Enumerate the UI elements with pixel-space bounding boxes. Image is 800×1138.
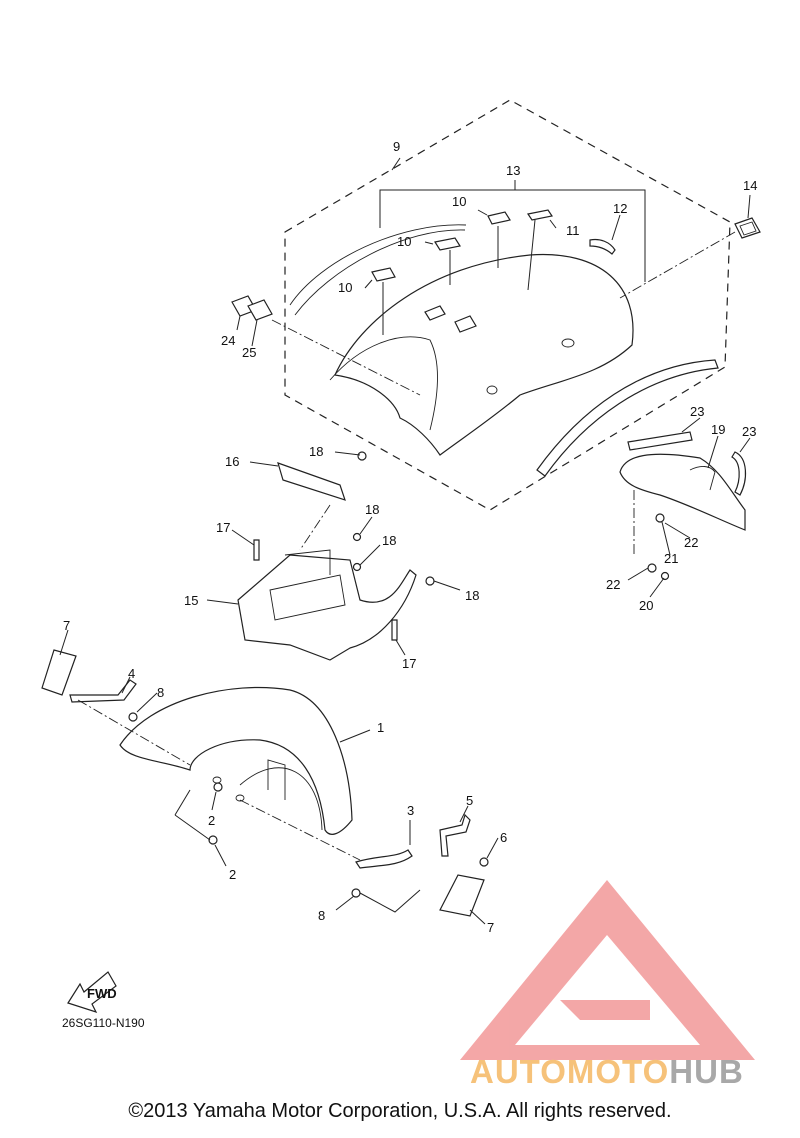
label-25 [247, 299, 273, 321]
front-hardware [128, 712, 489, 898]
emblem-11 [527, 209, 553, 221]
callout-13: 13 [506, 163, 520, 178]
bracket-15 [237, 462, 417, 661]
callout-7b: 7 [487, 920, 494, 935]
callout-20: 20 [639, 598, 653, 613]
callout-6: 6 [500, 830, 507, 845]
grommet-14 [734, 217, 761, 239]
bracket-13 [379, 189, 646, 282]
callout-17a: 17 [216, 520, 230, 535]
bar-17b [391, 619, 398, 641]
callout-15: 15 [184, 593, 198, 608]
watermark-logo [460, 880, 755, 1060]
callout-7a: 7 [63, 618, 70, 633]
fwd-arrow-icon: FWD [67, 971, 117, 1014]
callout-numbers: 1 2 2 3 4 5 6 7 7 8 8 9 10 10 10 11 12 1… [63, 139, 757, 935]
stay-3 [355, 849, 413, 869]
stay-4 [69, 679, 137, 703]
copyright-notice: ©2013 Yamaha Motor Corporation, U.S.A. A… [128, 1100, 672, 1122]
callout-9: 9 [393, 139, 400, 154]
emblem-10c [371, 267, 396, 282]
callout-1: 1 [377, 720, 384, 735]
callout-10b: 10 [397, 234, 411, 249]
leader-lines-front [59, 629, 499, 925]
leader-lines-tail [627, 417, 751, 598]
callout-5: 5 [466, 793, 473, 808]
bar-17a [253, 539, 260, 561]
callout-18c: 18 [382, 533, 396, 548]
callout-25: 25 [242, 345, 256, 360]
leader-lines-rear [236, 157, 751, 396]
callout-22a: 22 [684, 535, 698, 550]
callout-18b: 18 [365, 502, 379, 517]
watermark-text-part1: AUTOMOTO [470, 1053, 670, 1090]
callout-8b: 8 [318, 908, 325, 923]
callout-19: 19 [711, 422, 725, 437]
emblem-10a [487, 211, 511, 225]
watermark-text-part2: HUB [669, 1053, 744, 1090]
callout-11: 11 [566, 223, 580, 238]
emblem-12 [589, 238, 616, 255]
watermark-text: AUTOMOTOHUB [470, 1053, 744, 1091]
callout-12: 12 [613, 201, 627, 216]
callout-10c: 10 [338, 280, 352, 295]
callout-8a: 8 [157, 685, 164, 700]
tail-bracket-19 [619, 431, 746, 581]
fwd-label: FWD [87, 986, 117, 1001]
leader-lines-bracket [206, 451, 461, 656]
callout-22b: 22 [606, 577, 620, 592]
diagram-code: 26SG110-N190 [62, 1016, 145, 1030]
callout-21: 21 [664, 551, 678, 566]
callout-18a: 18 [309, 444, 323, 459]
callout-23b: 23 [742, 424, 756, 439]
reflector-7a [41, 649, 77, 696]
callout-2b: 2 [229, 867, 236, 882]
bolts-18 [352, 451, 435, 586]
stay-5 [439, 813, 471, 857]
callout-23a: 23 [690, 404, 704, 419]
front-fender [119, 686, 353, 835]
callout-10a: 10 [452, 194, 466, 209]
emblem-10b [434, 237, 461, 251]
callout-3: 3 [407, 803, 414, 818]
assembly-boundary [284, 99, 731, 511]
callout-18d: 18 [465, 588, 479, 603]
callout-17b: 17 [402, 656, 416, 671]
callout-16: 16 [225, 454, 239, 469]
callout-2a: 2 [208, 813, 215, 828]
reflector-7b [439, 874, 485, 917]
rear-fender [289, 224, 634, 456]
callout-24: 24 [221, 333, 235, 348]
callout-14: 14 [743, 178, 757, 193]
side-trim-strip [536, 359, 719, 477]
callout-4: 4 [128, 666, 135, 681]
